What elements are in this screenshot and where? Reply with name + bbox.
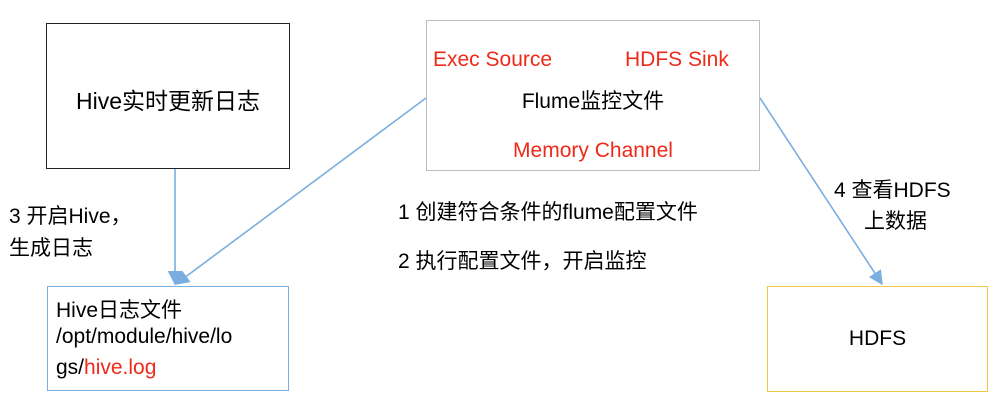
flume-monitor-box: Exec Source HDFS Sink Flume监控文件 Memory C… (426, 20, 760, 171)
hive-box-label: Hive实时更新日志 (75, 88, 260, 114)
hive-log-file-box: Hive日志文件 /opt/module/hive/lo gs/hive.log (47, 286, 289, 391)
step-4-line-2: 上数据 (864, 210, 927, 233)
log-box-path: /opt/module/hive/lo (56, 325, 233, 348)
step-3-line-1: 3 开启Hive， (9, 205, 132, 228)
step-2-text: 2 执行配置文件，开启监控 (398, 250, 647, 273)
flume-box-label: Flume监控文件 (521, 90, 665, 113)
flume-source-label: Exec Source (433, 48, 553, 71)
hdfs-box: HDFS (767, 286, 988, 392)
flume-channel-label: Memory Channel (513, 139, 673, 162)
step-4-line-1: 4 查看HDFS (834, 179, 951, 202)
hive-log-source-box: Hive实时更新日志 (46, 23, 290, 169)
log-path-prefix: gs/ (56, 356, 85, 379)
log-box-title: Hive日志文件 (56, 299, 183, 322)
arrow-flume-to-hdfs (759, 97, 883, 286)
flume-sink-label: HDFS Sink (625, 48, 729, 71)
step-3-line-2: 生成日志 (9, 237, 93, 260)
log-filename: hive.log (84, 356, 157, 379)
hdfs-box-label: HDFS (848, 327, 907, 350)
log-box-path-end: gs/hive.log (56, 356, 156, 380)
arrow-flume-to-log (174, 97, 427, 285)
step-1-text: 1 创建符合条件的flume配置文件 (398, 201, 698, 224)
